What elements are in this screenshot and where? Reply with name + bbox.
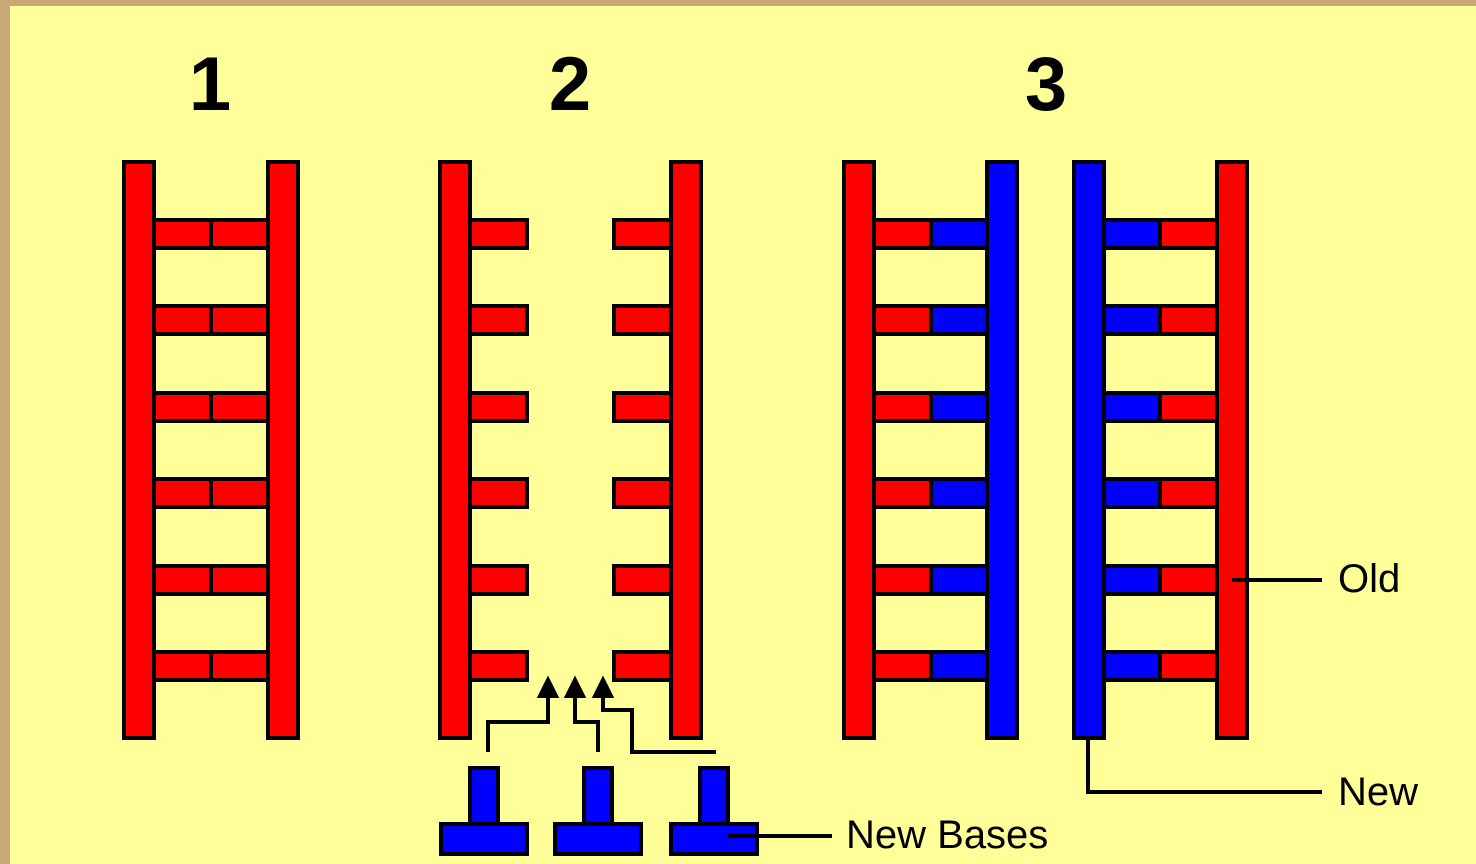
new-base — [1102, 304, 1162, 336]
step-labels: 1 2 3 — [189, 42, 1067, 127]
old-base — [209, 477, 270, 509]
daughter-dna-ladder-right — [1072, 160, 1249, 740]
old-base — [152, 218, 213, 250]
new-base — [1102, 650, 1162, 682]
new-base — [1102, 477, 1162, 509]
arrowhead-icon — [563, 675, 587, 698]
old-base — [209, 218, 270, 250]
new-base-foot — [669, 822, 759, 856]
old-base — [612, 564, 673, 596]
old-base — [468, 477, 529, 509]
old-base — [612, 218, 673, 250]
new-base — [1102, 218, 1162, 250]
old-base — [1158, 304, 1219, 336]
base-path-line — [601, 694, 716, 754]
old-base — [152, 564, 213, 596]
old-strand — [1215, 160, 1249, 740]
new-base — [1102, 391, 1162, 423]
step-1-label: 1 — [189, 42, 231, 127]
old-base — [468, 304, 529, 336]
old-base — [872, 218, 933, 250]
old-base — [612, 304, 673, 336]
old-base — [872, 650, 933, 682]
old-base — [468, 650, 529, 682]
old-base — [209, 304, 270, 336]
old-base — [612, 391, 673, 423]
new-base-foot — [553, 822, 643, 856]
arrowhead-icon — [536, 675, 560, 698]
original-dna-ladder — [122, 160, 300, 740]
old-base — [1158, 564, 1219, 596]
old-base — [152, 650, 213, 682]
old-base — [1158, 650, 1219, 682]
old-base — [468, 391, 529, 423]
new-label: New — [1338, 770, 1418, 814]
new-base — [929, 477, 989, 509]
step-3-label: 3 — [1025, 42, 1067, 127]
new-base — [929, 650, 989, 682]
new-base — [1102, 564, 1162, 596]
old-strand — [842, 160, 876, 740]
old-base — [152, 391, 213, 423]
old-base — [872, 304, 933, 336]
new-base-stem — [468, 766, 500, 826]
new-strand — [1072, 160, 1106, 740]
old-label: Old — [1338, 557, 1400, 601]
base-path-line — [573, 694, 600, 752]
old-base — [872, 564, 933, 596]
diagram-background — [10, 6, 1476, 864]
old-strand-left — [122, 160, 156, 740]
new-base — [929, 304, 989, 336]
new-leader-line — [1086, 738, 1322, 794]
old-strand-right — [266, 160, 300, 740]
old-base — [1158, 391, 1219, 423]
old-base — [1158, 218, 1219, 250]
old-base — [152, 477, 213, 509]
old-strand-right — [669, 160, 703, 740]
new-base — [929, 564, 989, 596]
old-base — [872, 391, 933, 423]
old-base — [209, 391, 270, 423]
base-path-line — [486, 694, 550, 752]
old-base — [468, 218, 529, 250]
daughter-dna-ladder-left — [842, 160, 1019, 740]
old-base — [152, 304, 213, 336]
new-bases-label: New Bases — [846, 813, 1048, 857]
new-base — [929, 218, 989, 250]
new-strand — [985, 160, 1019, 740]
old-base — [468, 564, 529, 596]
old-base — [612, 650, 673, 682]
arrowhead-icon — [591, 675, 615, 698]
step-2-label: 2 — [549, 42, 591, 127]
old-base — [612, 477, 673, 509]
old-base — [209, 650, 270, 682]
old-strand-left — [438, 160, 472, 740]
old-base — [209, 564, 270, 596]
free-new-bases — [439, 675, 759, 856]
unzipped-dna-ladder — [438, 160, 703, 740]
old-base — [1158, 477, 1219, 509]
legend: Old New New Bases — [728, 557, 1418, 857]
new-base-stem — [698, 766, 730, 826]
new-base-foot — [439, 822, 529, 856]
new-base-stem — [582, 766, 614, 826]
old-base — [872, 477, 933, 509]
new-base — [929, 391, 989, 423]
